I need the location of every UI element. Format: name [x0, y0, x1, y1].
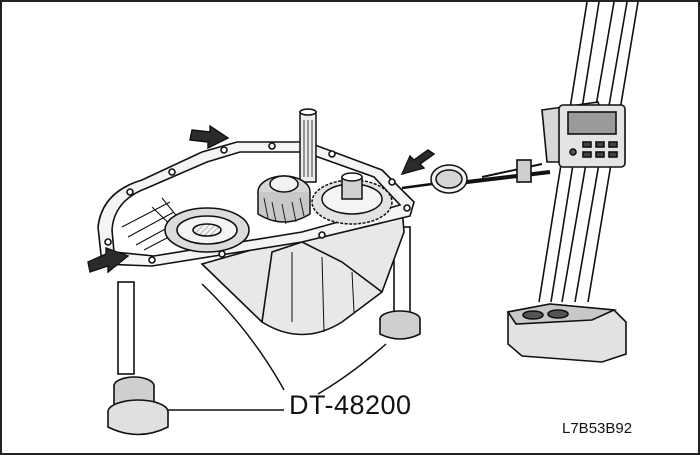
transaxle-case — [97, 141, 415, 336]
callout-leaders — [168, 283, 387, 411]
support-stand-left — [107, 281, 169, 436]
figure-id: L7B53B92 — [562, 420, 633, 437]
tool-label: DT-48200 — [289, 390, 412, 420]
dial-indicator-icon — [401, 164, 468, 194]
gear-train — [257, 108, 393, 225]
press-arrow-icon — [87, 124, 436, 274]
height-gauge-icon — [441, 2, 639, 363]
support-stand-right — [379, 226, 421, 340]
